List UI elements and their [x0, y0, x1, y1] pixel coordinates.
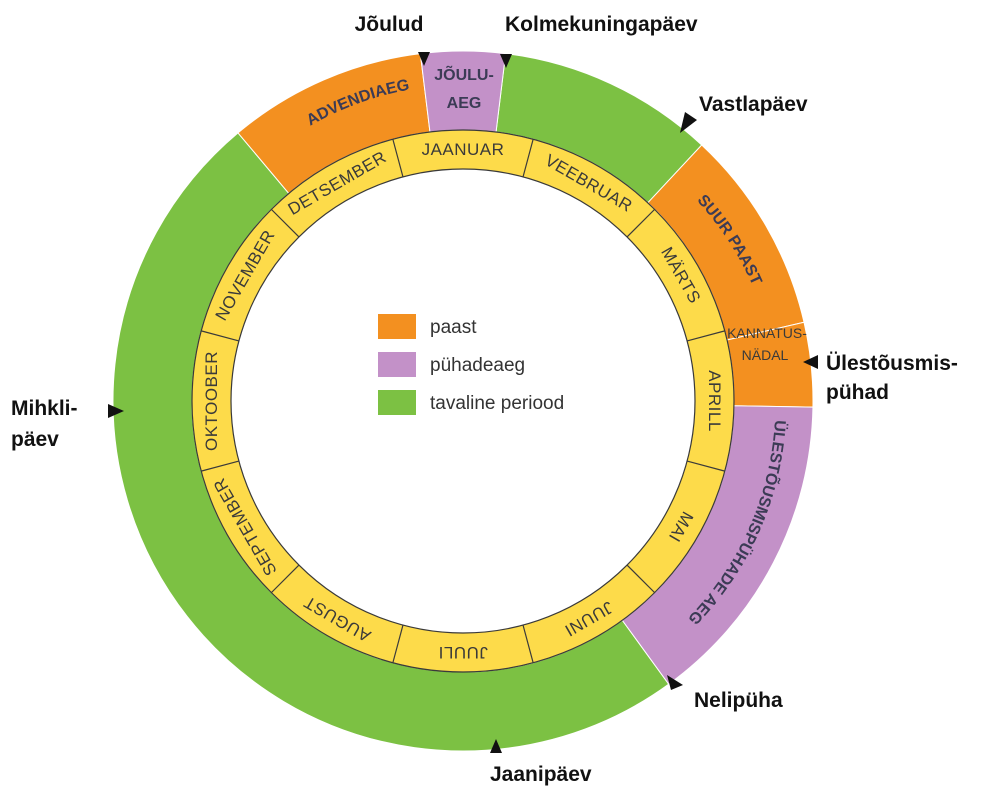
legend-label-fast: paast [430, 317, 477, 338]
holy-week-label-2: NÄDAL [742, 347, 789, 363]
marker-label-easter-1: Ülestõusmis- [826, 352, 958, 375]
month-label-jul: JUULI [438, 643, 488, 662]
legend-label-ordinary: tavaline periood [430, 393, 564, 414]
month-divider [201, 330, 240, 342]
month-divider [686, 330, 725, 342]
month-divider [201, 460, 240, 472]
markers: Jõulud Kolmekuningapäev Vastlapäev Ülest… [11, 13, 958, 786]
marker-label-easter-2: pühad [826, 381, 889, 404]
christmas-season-label-2: AEG [447, 95, 482, 112]
month-divider [626, 208, 656, 238]
marker-label-christmas: Jõulud [355, 13, 424, 36]
month-ring: JAANUAR VEEBRUAR MÄRTS APRILL MAI JUUNI … [191, 129, 735, 673]
marker-label-michaelmas-1: Mihkli- [11, 397, 78, 420]
season-ring [112, 50, 814, 752]
legend-swatch-ordinary [378, 390, 416, 415]
month-divider [270, 208, 300, 238]
month-divider [522, 139, 534, 178]
month-ring-inner [230, 168, 696, 634]
christmas-season-segment [419, 50, 507, 133]
legend-label-feast: pühadeaeg [430, 355, 525, 376]
month-dividers [201, 139, 725, 663]
month-label-apr: APRILL [705, 370, 724, 432]
marker-label-michaelmas-2: päev [11, 428, 59, 451]
holy-week-label-1: KANNATUS- [727, 325, 807, 341]
legend-swatch-fast [378, 314, 416, 339]
christmas-season-label-1: JÕULU- [434, 64, 494, 84]
marker-arrow-christmas [418, 52, 430, 66]
month-divider [686, 460, 725, 472]
legend: paast pühadeaeg tavaline periood [378, 314, 564, 415]
marker-label-midsummer: Jaanipäev [490, 763, 592, 786]
marker-label-pentecost: Nelipüha [694, 689, 783, 712]
marker-arrow-shrove [680, 112, 697, 133]
marker-arrow-pentecost [667, 675, 683, 690]
legend-swatch-feast [378, 352, 416, 377]
month-label-jan: JAANUAR [422, 140, 505, 159]
marker-arrow-michaelmas [108, 404, 124, 418]
marker-arrow-epiphany [500, 54, 512, 68]
marker-arrow-midsummer [490, 739, 502, 753]
month-divider [270, 564, 300, 594]
month-divider [392, 139, 404, 178]
marker-label-epiphany: Kolmekuningapäev [505, 13, 698, 36]
month-divider [522, 624, 534, 663]
month-divider [392, 624, 404, 663]
month-divider [626, 564, 656, 594]
marker-label-shrove: Vastlapäev [699, 93, 808, 116]
month-label-oct: OKTOOBER [202, 351, 221, 451]
marker-arrow-easter [803, 355, 818, 369]
